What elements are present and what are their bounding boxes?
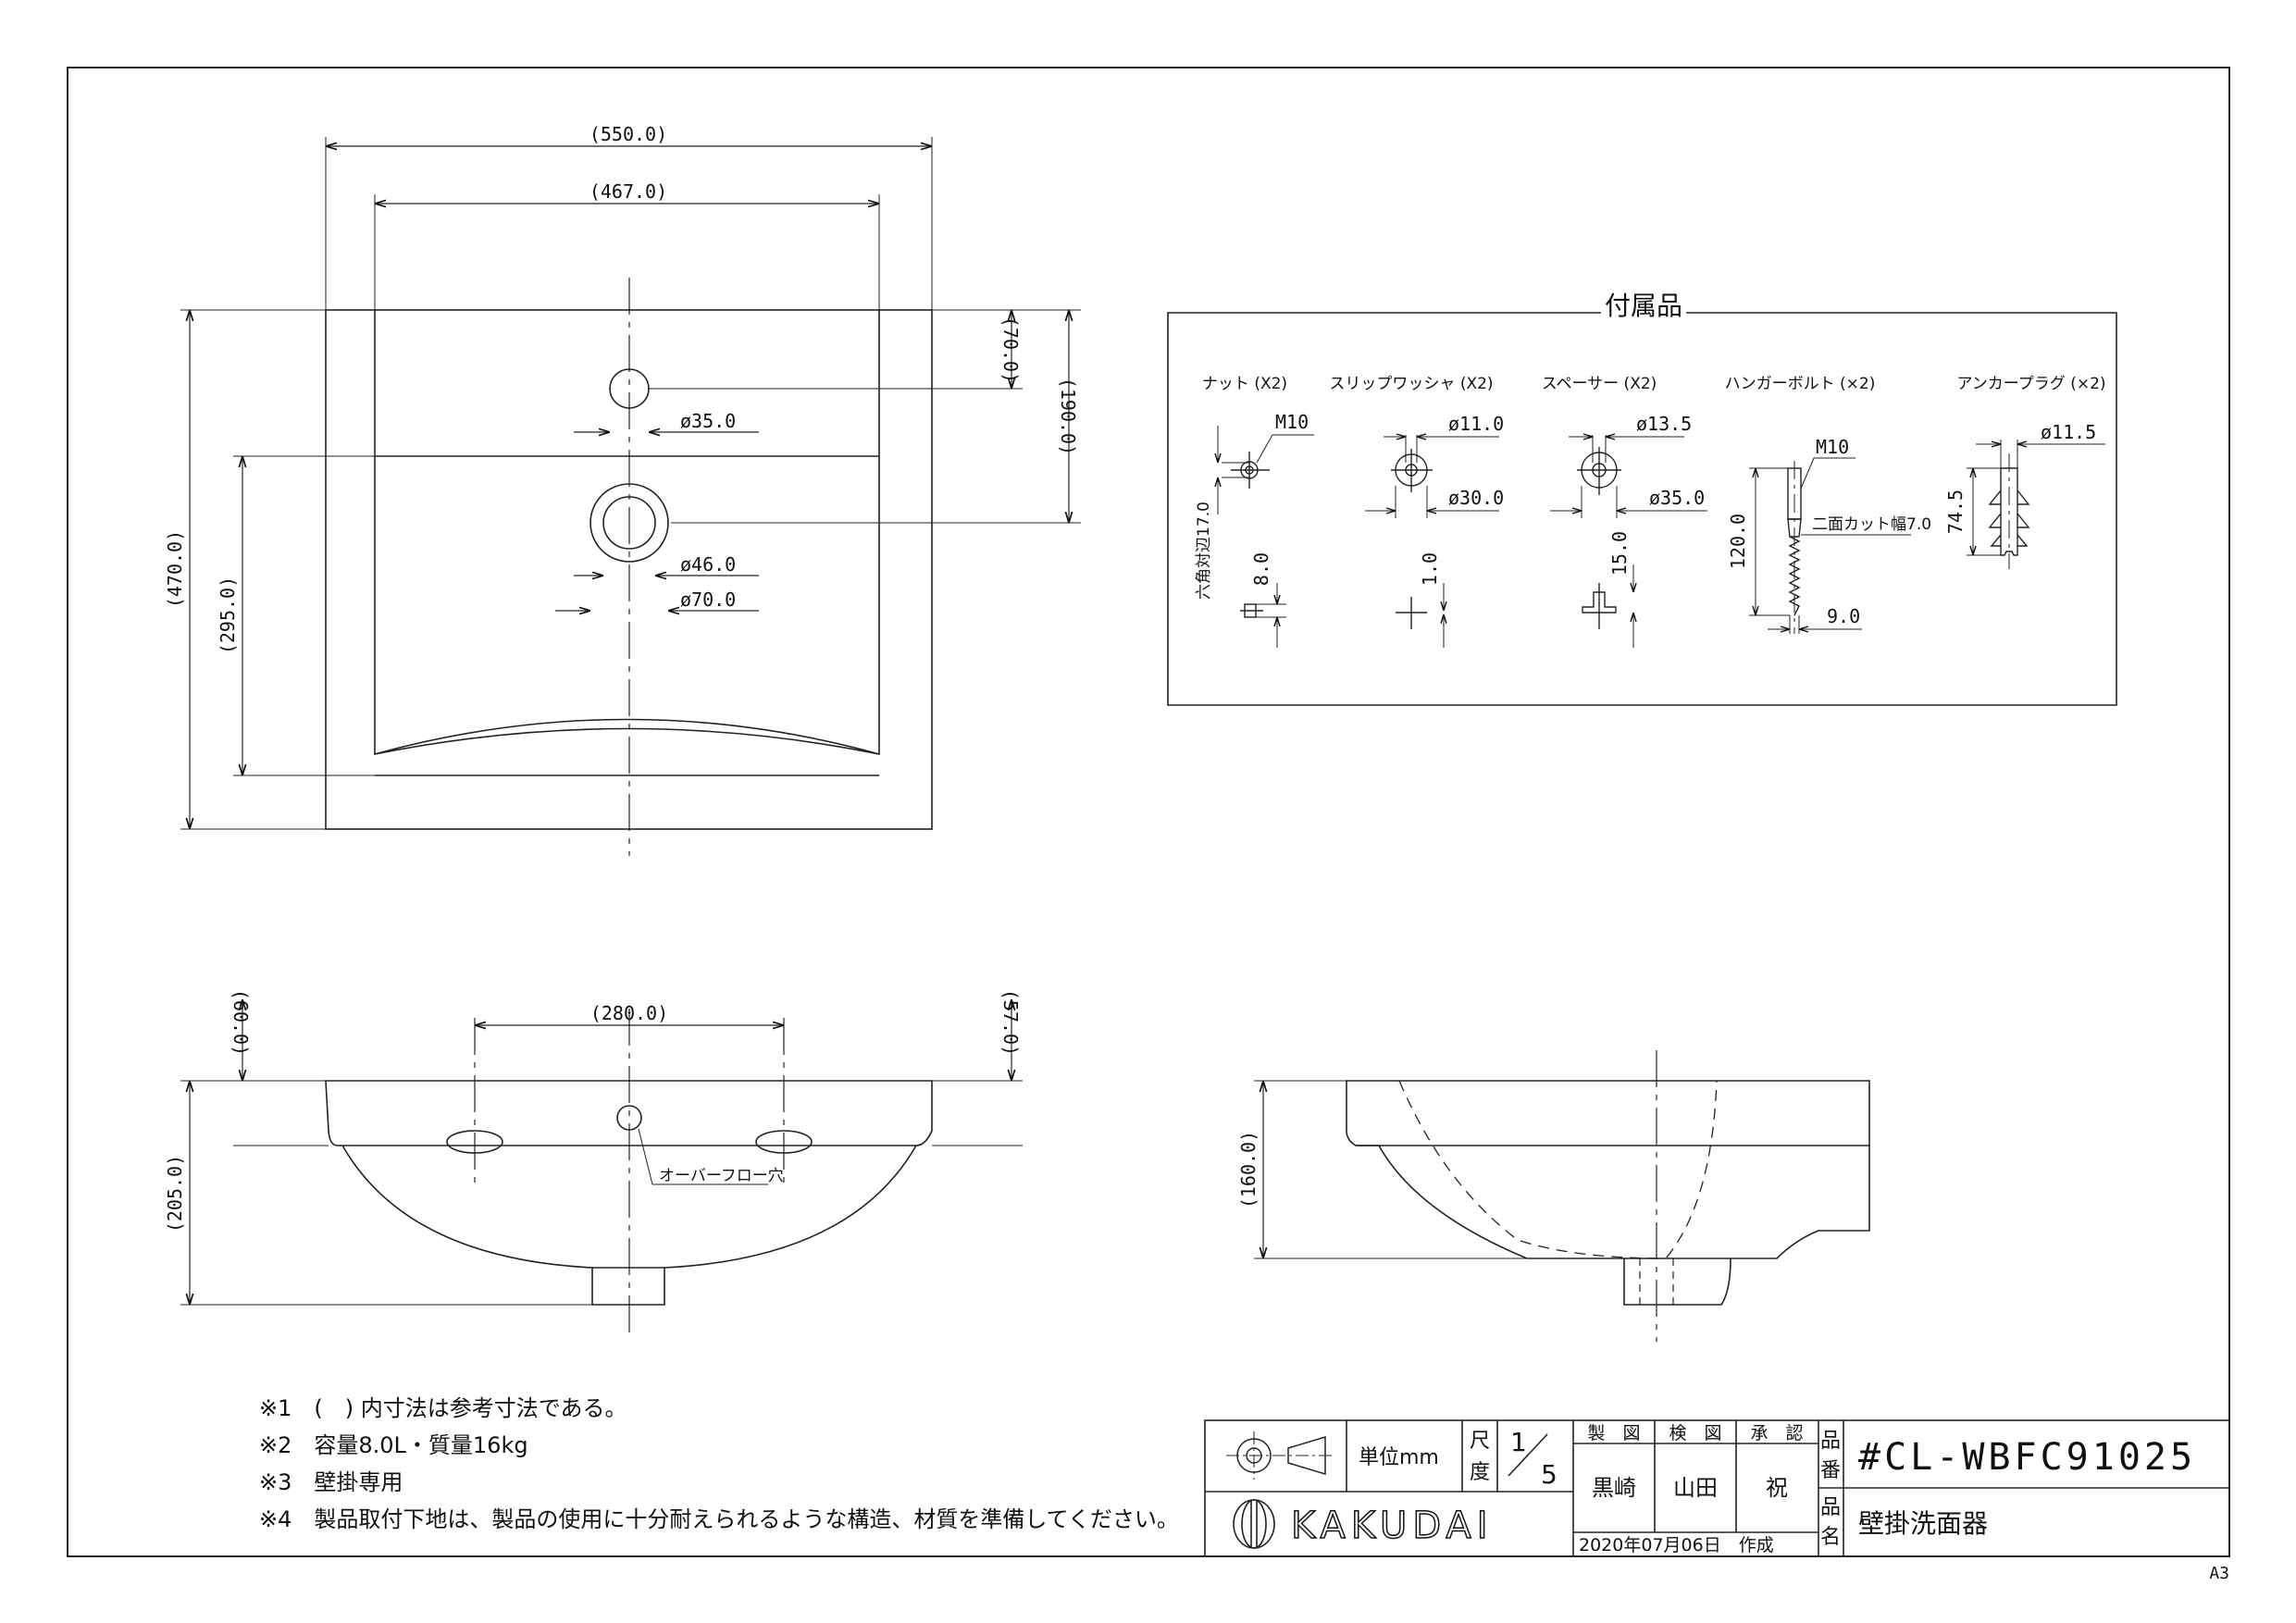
scale-numerator: 1	[1510, 1427, 1527, 1457]
anchor-plug-drawing	[1967, 440, 2105, 569]
unit-label: 単位mm	[1359, 1446, 1439, 1469]
note-4: ※4 製品取付下地は、製品の使用に十分耐えられるような構造、材質を準備してくださ…	[259, 1506, 1179, 1532]
part-no-label-1: 品	[1820, 1430, 1841, 1453]
dim-drain-inner: ø46.0	[680, 553, 736, 576]
projection-symbol-icon	[1226, 1431, 1333, 1480]
brand-logo-icon	[1233, 1499, 1275, 1549]
bolt-thread: M10	[1816, 436, 1849, 458]
notes: ※1 ( ) 内寸法は参考寸法である。 ※2 容量8.0L・質量16kg ※3 …	[259, 1395, 1179, 1532]
note-1: ※1 ( ) 内寸法は参考寸法である。	[259, 1395, 627, 1421]
spacer-label: スペーサー (X2)	[1542, 375, 1657, 393]
spacer-thickness: 15.0	[1608, 531, 1631, 576]
dim-inner-width: (467.0)	[590, 180, 667, 203]
product-name: 壁掛洗面器	[1858, 1508, 1988, 1539]
washer-inner: ø11.0	[1448, 413, 1504, 435]
nut-thread: M10	[1275, 411, 1309, 433]
dim-rim-left: (60.0)	[230, 989, 252, 1056]
spacer-inner: ø13.5	[1636, 413, 1692, 435]
bolt-cut: 二面カット幅7.0	[1812, 515, 1931, 534]
accessories-title: 付属品	[1605, 291, 1682, 321]
sheet-border	[67, 67, 2230, 1557]
dim-faucet-offset: (70.0)	[999, 316, 1022, 383]
hanger-bolt-drawing	[1749, 457, 1911, 634]
spacer-drawing	[1550, 435, 1707, 648]
dim-drain-offset: (190.0)	[1057, 378, 1079, 455]
bolt-diameter: 9.0	[1827, 605, 1860, 627]
plug-label: アンカープラグ (×2)	[1956, 375, 2105, 393]
side-view	[1254, 1050, 1870, 1342]
brand-name: KAKUDAI	[1291, 1505, 1494, 1547]
dim-drain-outer: ø70.0	[680, 588, 736, 611]
made-name: 黒崎	[1592, 1475, 1636, 1501]
nut-thickness: 8.0	[1250, 552, 1272, 586]
bolt-label: ハンガーボルト (×2)	[1725, 375, 1876, 393]
accessories-box	[1167, 312, 2117, 706]
dim-outer-width: (550.0)	[590, 123, 667, 145]
dim-front-height: (205.0)	[164, 1155, 186, 1233]
plug-diameter: ø11.5	[2041, 421, 2096, 443]
front-view	[180, 999, 1023, 1337]
dim-total-depth: (470.0)	[164, 530, 186, 608]
part-number: #CL-WBFC91025	[1858, 1436, 2196, 1479]
scale-label-1: 尺	[1470, 1430, 1490, 1453]
approve-name: 祝	[1766, 1475, 1788, 1501]
check-name: 山田	[1673, 1475, 1718, 1501]
bolt-length: 120.0	[1727, 514, 1749, 569]
washer-drawing	[1365, 435, 1499, 648]
made-head: 製 図	[1587, 1423, 1640, 1443]
overflow-label: オーバーフロー穴	[659, 1167, 784, 1185]
check-head: 検 図	[1669, 1423, 1721, 1443]
washer-label: スリップワッシャ (X2)	[1329, 375, 1493, 393]
nut-hex: 六角対辺17.0	[1195, 502, 1213, 600]
scale-label-2: 度	[1470, 1461, 1490, 1484]
sheet-size: A3	[2209, 1564, 2229, 1583]
title-block	[1204, 1419, 2230, 1557]
top-view	[180, 137, 1081, 856]
scale-denominator: 5	[1541, 1459, 1558, 1490]
dim-side-height: (160.0)	[1237, 1131, 1260, 1208]
nut-drawing	[1218, 426, 1314, 648]
approve-head: 承 認	[1750, 1423, 1803, 1443]
part-no-label-2: 番	[1820, 1459, 1841, 1482]
spacer-outer: ø35.0	[1649, 487, 1705, 509]
dim-rim-right: (57.0)	[999, 989, 1022, 1056]
name-label-2: 名	[1820, 1526, 1841, 1549]
dim-hole-pitch: (280.0)	[590, 1002, 668, 1024]
note-2: ※2 容量8.0L・質量16kg	[259, 1432, 528, 1458]
dim-bowl-depth: (295.0)	[217, 576, 239, 654]
dim-faucet-hole: ø35.0	[680, 410, 736, 432]
washer-thickness: 1.0	[1419, 552, 1441, 586]
note-3: ※3 壁掛専用	[259, 1469, 403, 1495]
plug-length: 74.5	[1944, 489, 1967, 534]
nut-label: ナット (X2)	[1202, 375, 1287, 393]
name-label-1: 品	[1820, 1496, 1841, 1519]
drawing-date: 2020年07月06日 作成	[1579, 1535, 1774, 1555]
washer-outer: ø30.0	[1448, 487, 1504, 509]
